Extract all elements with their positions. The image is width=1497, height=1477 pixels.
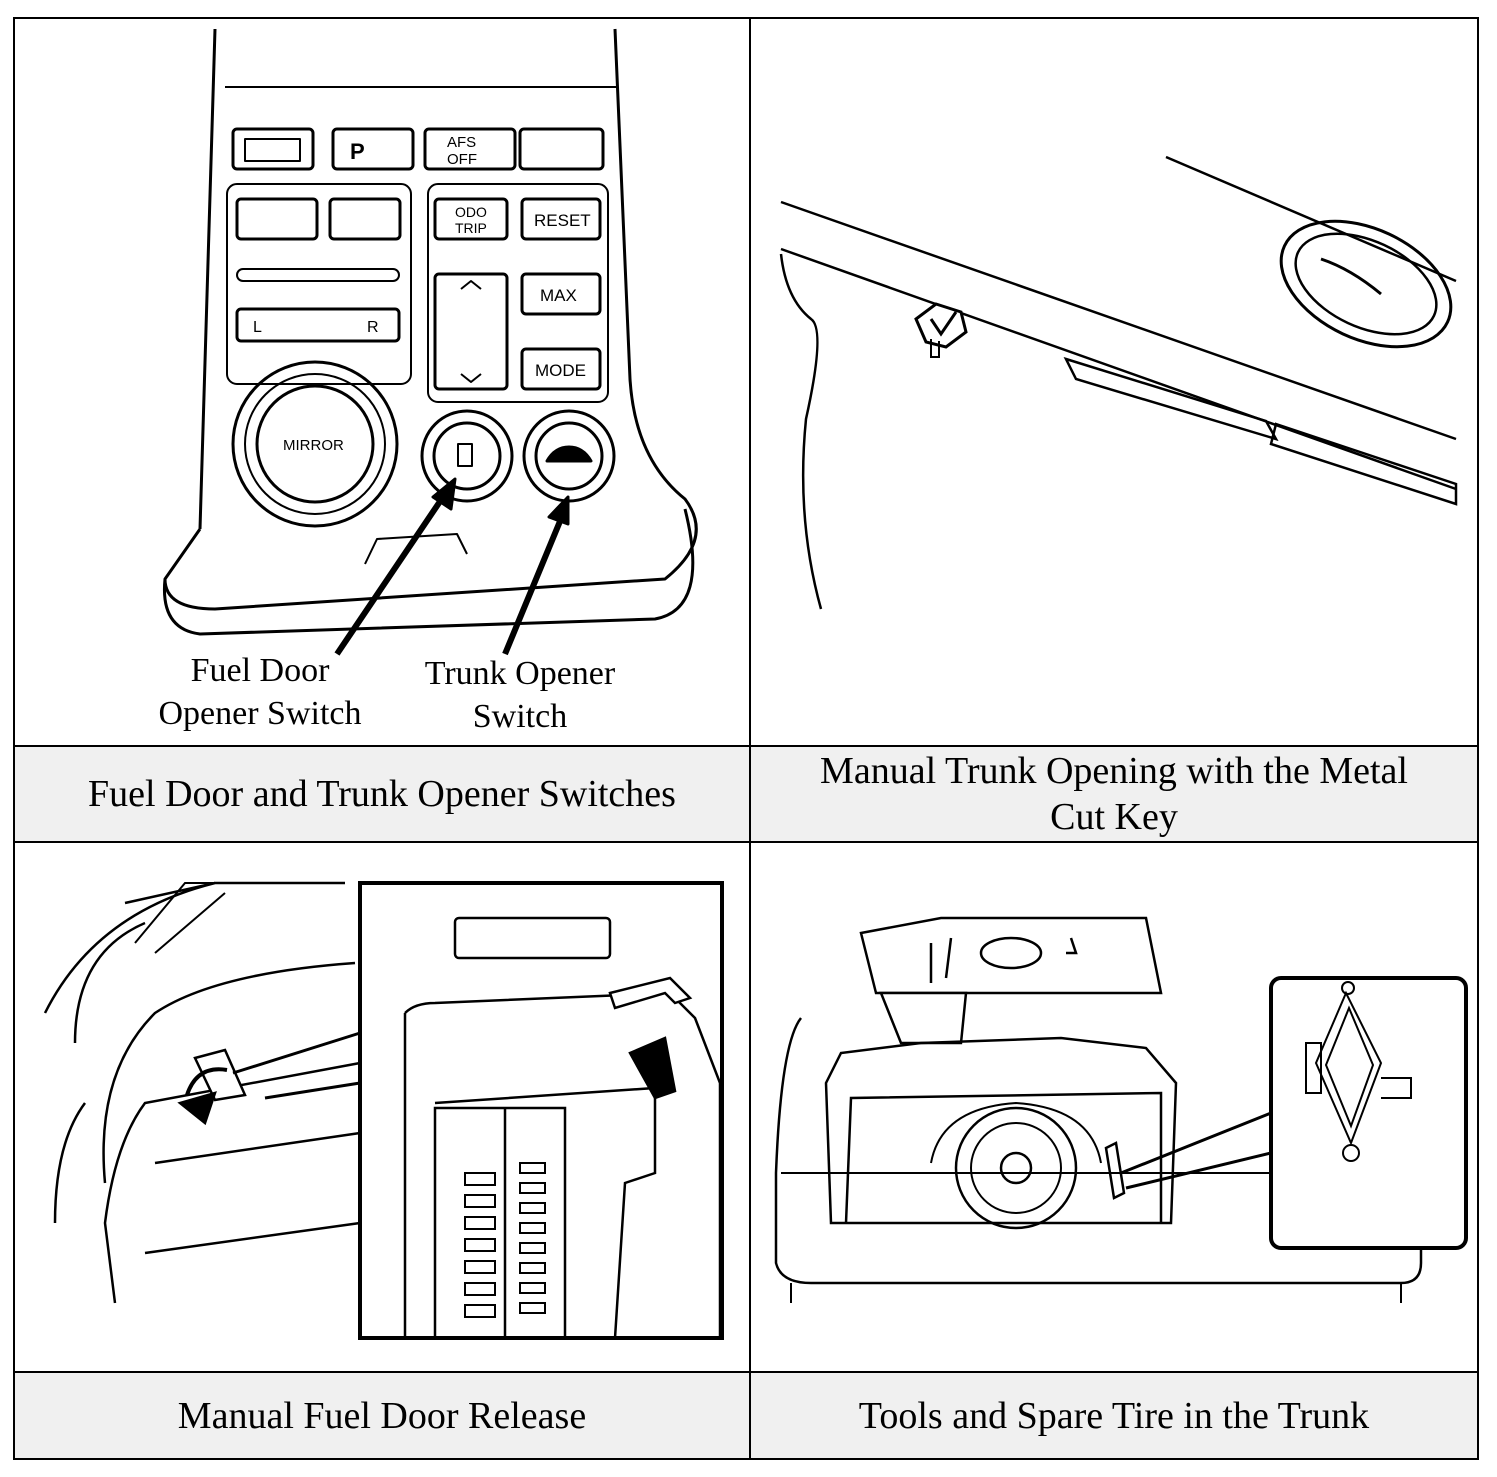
trunk-key-illustration [751, 19, 1477, 745]
caption-manual-trunk-opening: Manual Trunk Opening with the Metal Cut … [751, 747, 1477, 841]
caption-fuel-trunk-switches: Fuel Door and Trunk Opener Switches [15, 747, 749, 841]
column-divider [749, 19, 751, 1458]
fuel-release-illustration [15, 843, 749, 1371]
svg-text:OFF: OFF [447, 151, 477, 168]
reset-button-label: RESET [534, 211, 591, 230]
trunk-opener-callout: Trunk Opener Switch [424, 655, 616, 735]
row-divider [15, 1371, 1477, 1373]
fuel-door-callout: Fuel Door Opener Switch [158, 652, 362, 732]
mode-button-label: MODE [535, 361, 586, 380]
caption-manual-fuel-release: Manual Fuel Door Release [15, 1373, 749, 1458]
caption-tools-spare-tire: Tools and Spare Tire in the Trunk [751, 1373, 1477, 1458]
svg-text:ODO: ODO [455, 204, 487, 220]
row-divider [15, 745, 1477, 747]
mirror-right-label: R [367, 319, 379, 336]
row-divider [15, 841, 1477, 843]
park-assist-label: P [350, 139, 365, 164]
switch-panel-illustration: P AFS OFF L R ODO TRIP RESET MAX MODE [15, 19, 749, 745]
mirror-control-label: MIRROR [283, 437, 344, 454]
figure-table: P AFS OFF L R ODO TRIP RESET MAX MODE [13, 17, 1479, 1460]
svg-text:AFS: AFS [447, 134, 476, 151]
svg-text:TRIP: TRIP [455, 220, 487, 236]
max-button-label: MAX [540, 286, 577, 305]
mirror-left-label: L [253, 319, 262, 336]
spare-tire-illustration [751, 843, 1477, 1371]
